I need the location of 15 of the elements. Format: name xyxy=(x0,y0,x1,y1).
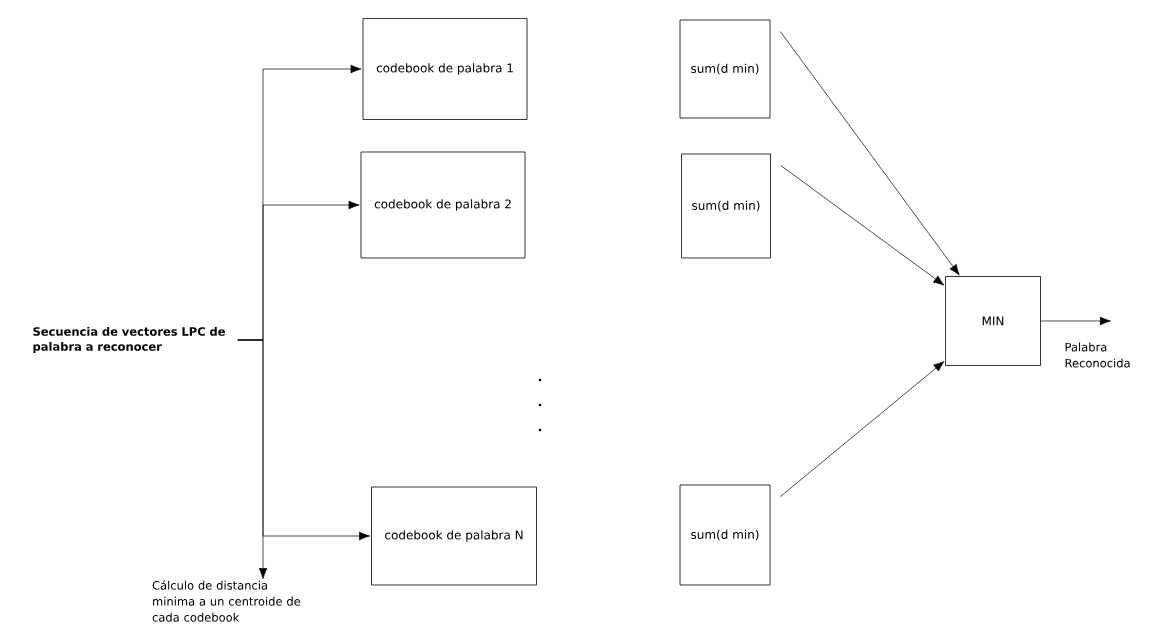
result-box: sum(d min) xyxy=(679,484,771,586)
arrow xyxy=(237,339,268,579)
arrow xyxy=(1040,316,1111,326)
arrow xyxy=(780,361,945,497)
arrow xyxy=(780,31,960,276)
output-label: Palabra Reconocida xyxy=(1065,342,1130,368)
note-text: Cálculo de distancia minima a un centroide de cada codebook xyxy=(152,580,301,622)
result-box: sum(d min) xyxy=(681,153,771,259)
input-label: Secuencia de vectores LPC de palabra a reconocer xyxy=(33,326,225,354)
result-box: MIN xyxy=(945,276,1041,366)
process-box: codebook de palabra N xyxy=(371,486,537,586)
result-box: sum(d min) xyxy=(679,19,771,119)
process-box: codebook de palabra 2 xyxy=(360,151,526,259)
arrow xyxy=(780,165,945,286)
process-box: codebook de palabra 1 xyxy=(362,18,528,120)
